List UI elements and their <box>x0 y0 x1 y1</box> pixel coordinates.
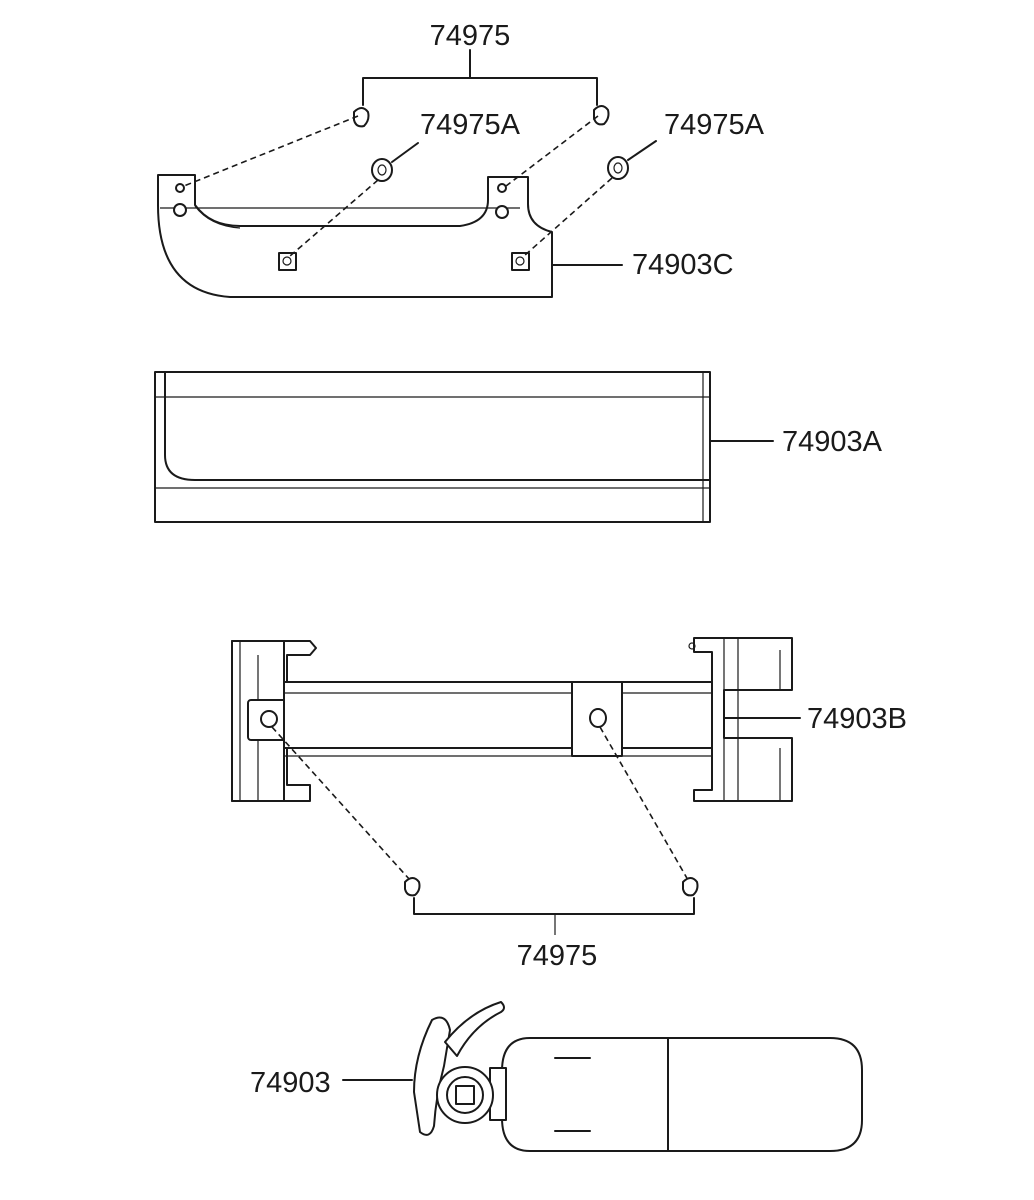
clip-74975-left <box>353 107 370 128</box>
clip-74975-bottom-left <box>404 877 421 897</box>
clip-a-right-leader <box>627 140 657 161</box>
clip-top-bracket <box>362 77 598 106</box>
clip-a-left-leader <box>391 142 419 163</box>
clip-74975-right <box>593 105 610 126</box>
extinguisher-74903 <box>342 1001 863 1152</box>
cover-74903c-body <box>157 174 553 298</box>
cover-74903a <box>154 371 774 523</box>
label-74975a-left: 74975A <box>420 109 521 141</box>
extinguisher-cylinder <box>501 1037 863 1152</box>
cover-74903a-body <box>154 371 711 523</box>
label-74903b: 74903B <box>807 703 907 735</box>
label-74903a: 74903A <box>782 426 883 458</box>
label-74903c: 74903C <box>632 249 734 281</box>
clip-74975a-right <box>607 156 629 180</box>
label-74903: 74903 <box>250 1067 331 1099</box>
clip-bottom-bracket <box>413 897 695 915</box>
cover-74903c-assembly <box>157 49 657 298</box>
clip-74975a-left <box>371 158 393 182</box>
label-74975-top: 74975 <box>430 20 511 52</box>
label-74975-bottom: 74975 <box>517 940 598 972</box>
clip-74975-bottom-right <box>682 877 699 897</box>
bracket-74903b <box>231 637 801 935</box>
label-74975a-right: 74975A <box>664 109 765 141</box>
